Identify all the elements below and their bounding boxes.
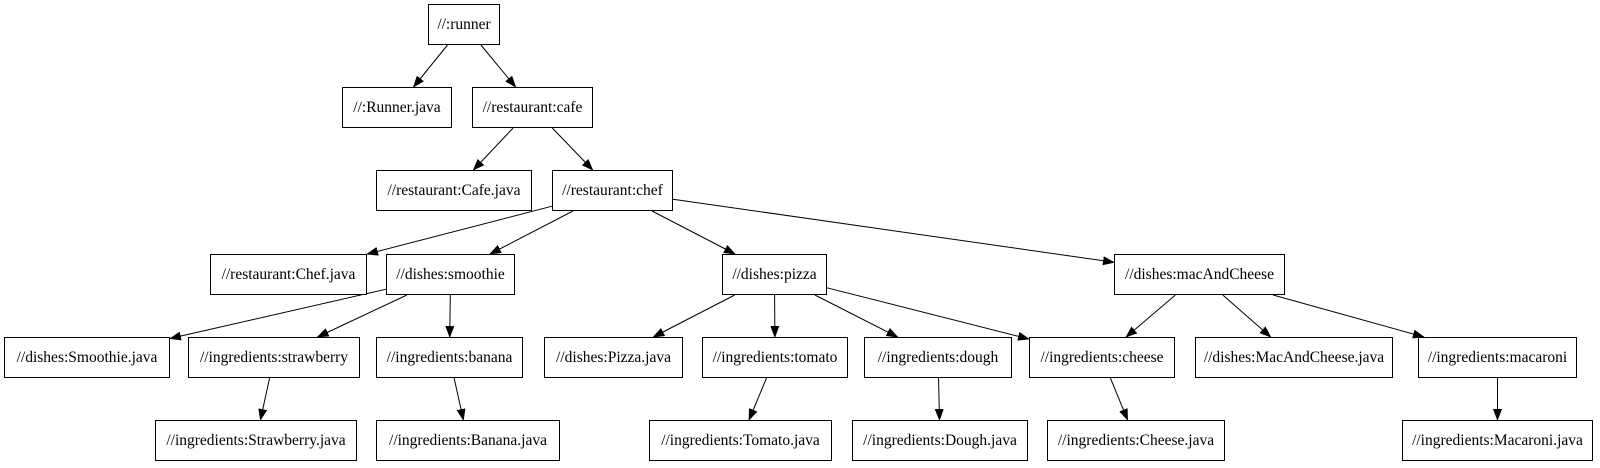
graph-node-mac-and-cheese-java: //dishes:MacAndCheese.java	[1195, 337, 1393, 378]
graph-edge-pizza-to-pizza-java	[652, 294, 735, 338]
graph-node-cafe: //restaurant:cafe	[472, 87, 593, 128]
graph-edge-mac-and-cheese-to-mac-and-cheese-java	[1222, 294, 1272, 338]
graph-node-smoothie: //dishes:smoothie	[386, 254, 515, 295]
graph-edge-mac-and-cheese-to-cheese	[1125, 294, 1176, 338]
graph-edge-chef-to-smoothie	[489, 210, 574, 255]
graph-node-pizza: //dishes:pizza	[722, 254, 827, 295]
graph-node-label: //ingredients:macaroni	[1427, 348, 1568, 366]
graph-edge-chef-to-chef-java	[366, 205, 553, 256]
graph-node-label: //dishes:smoothie	[396, 265, 505, 283]
graph-node-pizza-java: //dishes:Pizza.java	[544, 337, 683, 378]
graph-node-label: //ingredients:banana	[386, 348, 513, 366]
graph-node-label: //ingredients:Banana.java	[389, 431, 547, 449]
graph-node-label: //dishes:macAndCheese	[1125, 265, 1274, 283]
graph-edge-cafe-to-chef	[551, 127, 594, 171]
graph-node-label: //ingredients:tomato	[712, 348, 838, 366]
graph-edge-chef-to-pizza	[651, 210, 736, 255]
graph-edge-strawberry-to-strawberry-java	[258, 377, 271, 421]
graph-edge-smoothie-to-strawberry	[316, 294, 408, 338]
graph-edge-runner-to-cafe	[480, 44, 517, 88]
graph-node-cheese: //ingredients:cheese	[1029, 337, 1175, 378]
graph-node-cheese-java: //ingredients:Cheese.java	[1047, 420, 1225, 461]
graph-node-label: //ingredients:Strawberry.java	[166, 431, 346, 449]
graph-node-label: //dishes:Smoothie.java	[16, 348, 158, 366]
graph-edge-tomato-to-tomato-java	[748, 377, 767, 421]
graph-node-label: //dishes:MacAndCheese.java	[1203, 348, 1385, 366]
graph-edge-pizza-to-cheese	[826, 287, 1030, 341]
graph-edge-pizza-to-dough	[814, 294, 899, 338]
graph-node-label: //ingredients:Cheese.java	[1057, 431, 1215, 449]
graph-edge-chef-to-mac-and-cheese	[672, 198, 1115, 266]
graph-node-chef-java: //restaurant:Chef.java	[210, 254, 367, 295]
graph-node-strawberry: //ingredients:strawberry	[188, 337, 360, 378]
graph-edge-smoothie-to-banana	[445, 294, 455, 338]
graph-node-tomato: //ingredients:tomato	[702, 337, 848, 378]
graph-node-label: //ingredients:Tomato.java	[661, 431, 820, 449]
graph-node-cafe-java: //restaurant:Cafe.java	[376, 170, 532, 211]
graph-edge-banana-to-banana-java	[453, 377, 466, 421]
graph-node-label: //restaurant:cafe	[482, 98, 583, 116]
graph-node-label: //ingredients:cheese	[1040, 348, 1164, 366]
graph-edge-mac-and-cheese-to-macaroni	[1272, 294, 1425, 339]
graph-node-label: //ingredients:Macaroni.java	[1412, 431, 1583, 449]
graph-node-label: //ingredients:strawberry	[199, 348, 349, 366]
graph-node-label: //restaurant:chef	[562, 181, 663, 199]
graph-node-label: //ingredients:dough	[877, 348, 999, 366]
graph-node-dough-java: //ingredients:Dough.java	[852, 420, 1028, 461]
graph-node-label: //:Runner.java	[353, 98, 441, 116]
graph-node-mac-and-cheese: //dishes:macAndCheese	[1114, 254, 1285, 295]
graph-edge-runner-to-runner-java	[412, 44, 448, 88]
graph-node-smoothie-java: //dishes:Smoothie.java	[4, 337, 170, 378]
graph-node-macaroni: //ingredients:macaroni	[1418, 337, 1577, 378]
graph-node-runner-java: //:Runner.java	[342, 87, 452, 128]
graph-node-label: //restaurant:Chef.java	[221, 265, 356, 283]
graph-node-tomato-java: //ingredients:Tomato.java	[649, 420, 832, 461]
graph-node-strawberry-java: //ingredients:Strawberry.java	[155, 420, 357, 461]
graph-edge-dough-to-dough-java	[934, 377, 944, 421]
graph-node-label: //ingredients:Dough.java	[863, 431, 1017, 449]
graph-node-label: //dishes:Pizza.java	[556, 348, 671, 366]
graph-edge-cheese-to-cheese-java	[1109, 377, 1129, 421]
graph-node-label: //:runner	[437, 15, 491, 33]
graph-node-macaroni-java: //ingredients:Macaroni.java	[1402, 420, 1593, 461]
graph-node-chef: //restaurant:chef	[552, 170, 673, 211]
graph-node-label: //restaurant:Cafe.java	[387, 181, 521, 199]
graph-node-banana: //ingredients:banana	[376, 337, 523, 378]
graph-node-runner: //:runner	[428, 4, 500, 45]
graph-node-banana-java: //ingredients:Banana.java	[376, 420, 560, 461]
graph-node-label: //dishes:pizza	[732, 265, 817, 283]
graph-edge-smoothie-to-smoothie-java	[169, 288, 387, 341]
graph-node-dough: //ingredients:dough	[864, 337, 1012, 378]
graph-edge-cafe-to-cafe-java	[472, 127, 514, 171]
